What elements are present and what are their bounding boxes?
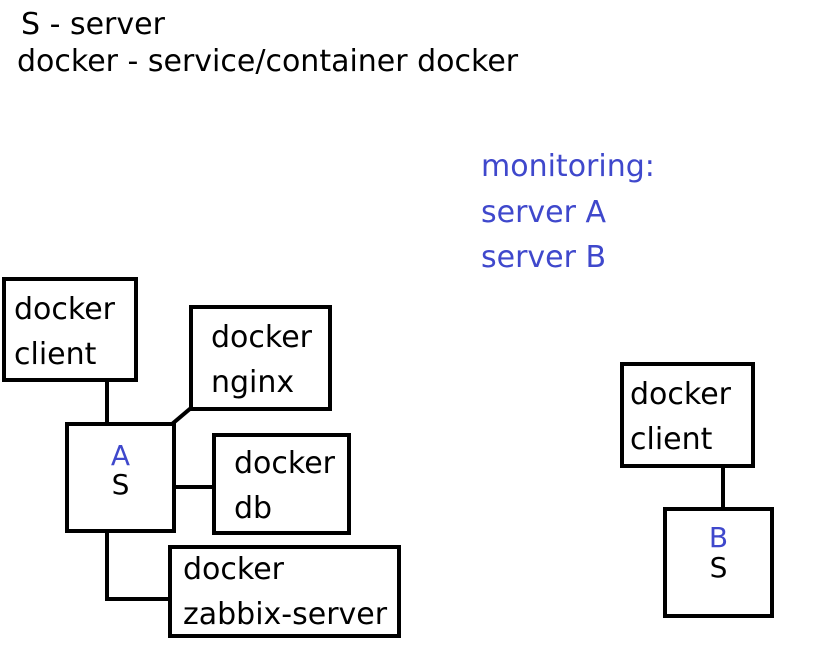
docker-client-a-box: docker client [2,277,138,382]
docker-nginx-line1: docker [211,320,312,355]
monitoring-title: monitoring: [481,149,655,184]
connector-a-nginx [169,405,194,427]
docker-zabbix-server-line2: zabbix-server [183,597,388,632]
docker-client-b-box: docker client [620,362,755,468]
legend-docker: docker - service/container docker [17,44,519,79]
server-b-type-label: S [709,551,728,584]
server-a-name: A [110,439,131,472]
docker-zabbix-server-line1: docker [183,552,284,587]
server-a-type-label: S [111,468,130,501]
docker-client-b-line1: docker [630,377,731,412]
server-b-box: B S [663,507,774,618]
docker-db-box: docker db [212,433,351,535]
docker-nginx-box: docker nginx [189,305,332,411]
legend-server: S - server [21,7,165,42]
docker-client-a-line2: client [14,337,97,372]
docker-db-line2: db [234,491,273,526]
server-a-box: A S [65,422,176,533]
server-b-name: B [708,521,729,554]
monitoring-item-server-b: server B [481,240,607,275]
connector-a-zabbix [105,530,172,601]
docker-client-b-line2: client [630,422,713,457]
monitoring-item-server-a: server A [481,195,607,230]
docker-db-line1: docker [234,446,335,481]
docker-zabbix-server-box: docker zabbix-server [168,545,401,638]
docker-client-a-line1: docker [14,292,115,327]
docker-nginx-line2: nginx [211,365,295,400]
